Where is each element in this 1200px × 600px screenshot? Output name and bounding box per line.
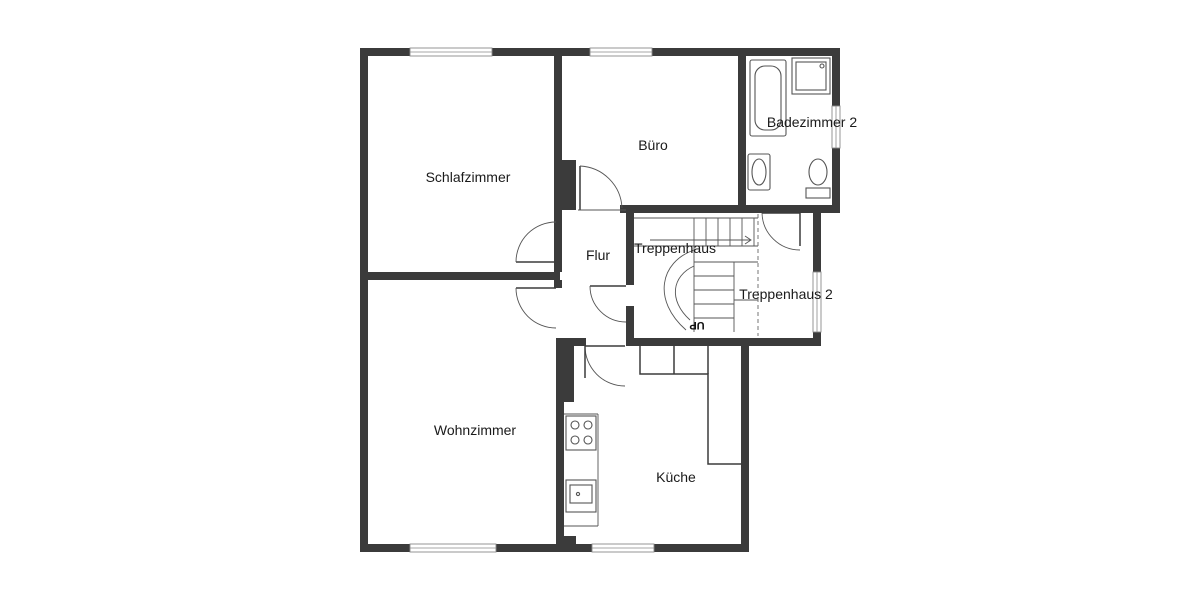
door-swing-icon <box>578 165 626 211</box>
kitchen-sink-icon <box>565 479 597 513</box>
window-icon <box>831 105 841 149</box>
window-icon <box>589 47 653 57</box>
room-label-schlafzimmer: Schlafzimmer <box>426 169 511 185</box>
room-label-flur: Flur <box>586 247 610 263</box>
shower-icon <box>791 57 831 95</box>
window-icon <box>409 543 497 553</box>
door-swing-icon <box>589 285 627 323</box>
toilet-icon <box>805 158 831 199</box>
door-swing-icon <box>584 345 626 387</box>
sink-icon <box>747 153 771 191</box>
room-label-badezimmer-2: Badezimmer 2 <box>767 114 857 130</box>
bathtub-icon <box>749 59 787 137</box>
room-label-treppenhaus-2: Treppenhaus 2 <box>739 286 833 302</box>
kitchen-cabinets <box>639 346 741 465</box>
kitchen-counter <box>564 413 599 527</box>
door-swing-icon <box>515 221 557 263</box>
room-label-treppenhaus: Treppenhaus <box>634 240 716 256</box>
stairs-icon: UP <box>634 214 759 336</box>
door-swing-icon <box>761 212 801 251</box>
window-icon <box>409 47 493 57</box>
stair-up-marker: UP <box>689 319 704 331</box>
room-label-buero: Büro <box>638 137 668 153</box>
window-icon <box>591 543 655 553</box>
stove-icon <box>565 415 597 451</box>
room-label-kueche: Küche <box>656 469 696 485</box>
room-label-wohnzimmer: Wohnzimmer <box>434 422 517 438</box>
door-swing-icon <box>515 287 557 329</box>
window-icon <box>812 271 822 333</box>
